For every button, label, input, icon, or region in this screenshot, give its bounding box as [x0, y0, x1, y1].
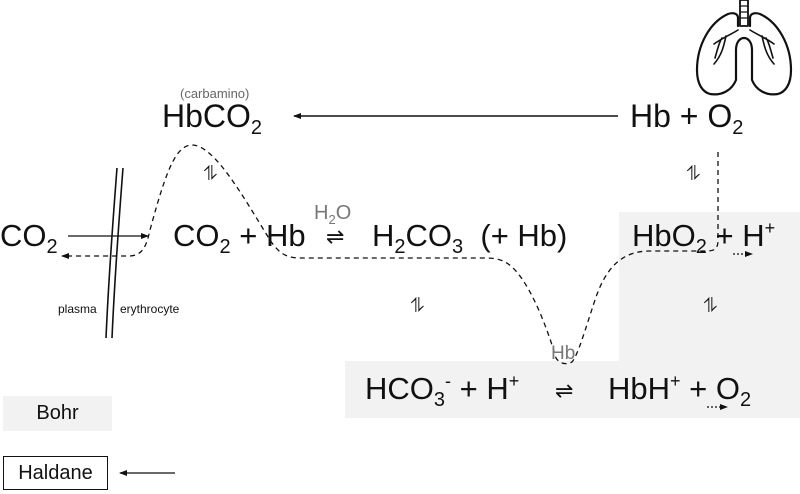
lungs-icon	[695, 0, 793, 96]
species-co2-hb: CO2 + Hb	[173, 218, 306, 258]
species-hbo2-h: HbO2 + H+	[632, 218, 776, 258]
h2o-catalyst-label: H2O	[314, 202, 352, 227]
equilibrium-icon-bicarbonate: ⇌	[555, 378, 574, 403]
equilibrium-icon-carbamino: ⥮	[203, 163, 218, 185]
equilibrium-icon-bohr: ⥮	[703, 295, 718, 317]
species-hbh-o2: HbH+ + O2	[608, 371, 752, 411]
species-hco3-h: HCO3- + H+	[365, 371, 520, 411]
species-h2co3: H2CO3 (+ Hb)	[372, 218, 568, 258]
hb-catalyst-label: Hb	[551, 343, 576, 364]
plasma-label: plasma	[58, 302, 97, 316]
species-hbco2: HbCO2	[162, 98, 263, 139]
equilibrium-icon-dissociation: ⥮	[410, 295, 425, 317]
cell-membrane	[105, 167, 124, 339]
erythrocyte-label: erythrocyte	[120, 302, 180, 316]
equilibrium-icon-hydration: ⇌	[326, 224, 345, 249]
species-co2-plasma: CO2	[0, 218, 58, 258]
equilibrium-icon-oxygenation: ⥮	[686, 163, 701, 185]
haldane-dashed-path	[61, 144, 719, 365]
legend-haldane: Haldane	[3, 456, 108, 490]
carbamino-label: (carbamino)	[180, 86, 250, 101]
legend-bohr: Bohr	[3, 396, 112, 431]
species-hb-o2: Hb + O2	[630, 98, 744, 139]
bohr-region-upper	[619, 212, 800, 362]
